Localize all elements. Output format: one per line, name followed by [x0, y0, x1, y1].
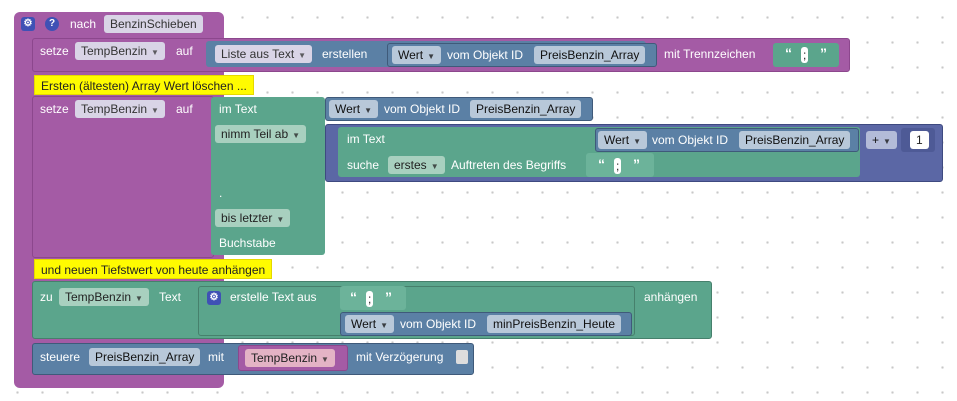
- set-var-block-2[interactable]: [32, 96, 214, 258]
- chevron-down-icon: ▼: [883, 137, 891, 146]
- comment-2[interactable]: und neuen Tiefstwert von heute anhängen: [34, 259, 273, 279]
- chevron-down-icon: ▼: [380, 321, 389, 330]
- end-mode-dropdown[interactable]: bis letzter▼: [215, 209, 291, 227]
- chevron-down-icon: ▼: [427, 52, 436, 61]
- close-quote-icon: ”: [633, 156, 640, 172]
- vom-objekt-label: vom Objekt ID: [447, 48, 524, 62]
- comment-1[interactable]: Ersten (ältesten) Array Wert löschen ...: [34, 75, 254, 95]
- auf-label-2: auf: [176, 102, 193, 116]
- inner-im-text-label: im Text: [347, 132, 385, 146]
- list-mode-label: Liste aus Text: [221, 47, 295, 61]
- join-wert-label: Wert: [351, 317, 377, 331]
- close-quote-icon: ”: [385, 289, 392, 305]
- delay-checkbox[interactable]: [456, 350, 468, 364]
- auftreten-label: Auftreten des Begriffs: [451, 158, 567, 172]
- substring-mode-label: nimm Teil ab: [221, 127, 289, 141]
- substring-mode-dropdown[interactable]: nimm Teil ab▼: [215, 125, 307, 143]
- join-object-id-field[interactable]: minPreisBenzin_Heute: [487, 315, 622, 333]
- list-mode-dropdown[interactable]: Liste aus Text▼: [215, 45, 313, 63]
- suche-label: suche: [347, 158, 380, 172]
- im-text-label: im Text: [219, 102, 257, 116]
- chevron-down-icon: ▼: [276, 215, 285, 224]
- append-var-label: TempBenzin: [65, 290, 132, 304]
- setze-label-2: setze: [40, 102, 69, 116]
- wert-dropdown[interactable]: Wert▼: [392, 46, 442, 64]
- substring-block[interactable]: [211, 97, 325, 255]
- join-wert-dropdown[interactable]: Wert▼: [345, 315, 395, 333]
- auf-label: auf: [176, 44, 193, 58]
- occurrence-dropdown[interactable]: erstes▼: [388, 156, 445, 174]
- chevron-down-icon: ▼: [151, 48, 159, 57]
- help-icon[interactable]: ?: [45, 17, 59, 31]
- verzoegerung-label: mit Verzögerung: [356, 350, 444, 364]
- join-vom-objekt-label: vom Objekt ID: [400, 317, 477, 331]
- close-quote-icon: ”: [820, 45, 827, 61]
- zu-label: zu: [40, 290, 53, 304]
- object-id-field[interactable]: PreisBenzin_Array: [534, 46, 646, 64]
- chevron-down-icon: ▼: [298, 51, 307, 60]
- wert-dropdown-2[interactable]: Wert▼: [329, 100, 379, 118]
- mit-trennzeichen-label: mit Trennzeichen: [664, 47, 756, 61]
- gear-icon[interactable]: ⚙: [207, 291, 221, 305]
- gear-icon[interactable]: ⚙: [21, 17, 35, 31]
- wert-label-2: Wert: [335, 102, 361, 116]
- chevron-down-icon: ▼: [321, 355, 329, 364]
- number-field[interactable]: 1: [910, 131, 929, 149]
- separator-field[interactable]: ;: [801, 47, 809, 63]
- chevron-down-icon: ▼: [430, 162, 439, 171]
- chevron-down-icon: ▼: [151, 106, 159, 115]
- append-var-dropdown[interactable]: TempBenzin▼: [59, 288, 149, 306]
- chevron-down-icon: ▼: [364, 106, 373, 115]
- open-quote-icon: “: [350, 289, 357, 305]
- function-name-field[interactable]: BenzinSchieben: [104, 15, 203, 33]
- vom-objekt-label-2: vom Objekt ID: [384, 102, 461, 116]
- var-name: TempBenzin: [81, 44, 148, 58]
- erstelle-label: erstelle Text aus: [230, 290, 317, 304]
- end-mode-label: bis letzter: [221, 211, 273, 225]
- var-dropdown[interactable]: TempBenzin▼: [75, 42, 165, 60]
- search-separator-field[interactable]: ;: [614, 158, 622, 174]
- anhaengen-label: anhängen: [644, 290, 698, 304]
- inner-vom-objekt-label: vom Objekt ID: [652, 133, 729, 147]
- chevron-down-icon: ▼: [292, 131, 301, 140]
- occurrence-label: erstes: [394, 158, 427, 172]
- get-var-label: TempBenzin: [251, 351, 318, 365]
- var-dropdown-2[interactable]: TempBenzin▼: [75, 100, 165, 118]
- control-target-field[interactable]: PreisBenzin_Array: [89, 348, 201, 366]
- open-quote-icon: “: [598, 156, 605, 172]
- inner-object-id-field[interactable]: PreisBenzin_Array: [739, 131, 851, 149]
- erstellen-label: erstellen: [322, 47, 368, 61]
- chevron-down-icon: ▼: [135, 294, 143, 303]
- buchstabe-label: Buchstabe: [219, 236, 276, 250]
- open-quote-icon: “: [785, 45, 792, 61]
- inner-wert-dropdown[interactable]: Wert▼: [598, 131, 648, 149]
- dot-label: .: [219, 186, 223, 200]
- object-id-field-2[interactable]: PreisBenzin_Array: [470, 100, 582, 118]
- var-name-2: TempBenzin: [81, 102, 148, 116]
- wert-label: Wert: [398, 48, 424, 62]
- function-prefix: nach: [70, 17, 97, 31]
- math-op-label: +: [872, 133, 880, 147]
- inner-wert-label: Wert: [604, 133, 630, 147]
- chevron-down-icon: ▼: [633, 137, 642, 146]
- steuere-label: steuere: [40, 350, 81, 364]
- math-op-dropdown[interactable]: +▼: [866, 131, 897, 149]
- mit-label: mit: [208, 350, 224, 364]
- get-var-dropdown[interactable]: TempBenzin▼: [245, 349, 335, 367]
- setze-label: setze: [40, 44, 69, 58]
- join-separator-field[interactable]: ;: [366, 291, 374, 307]
- text-label: Text: [159, 290, 182, 304]
